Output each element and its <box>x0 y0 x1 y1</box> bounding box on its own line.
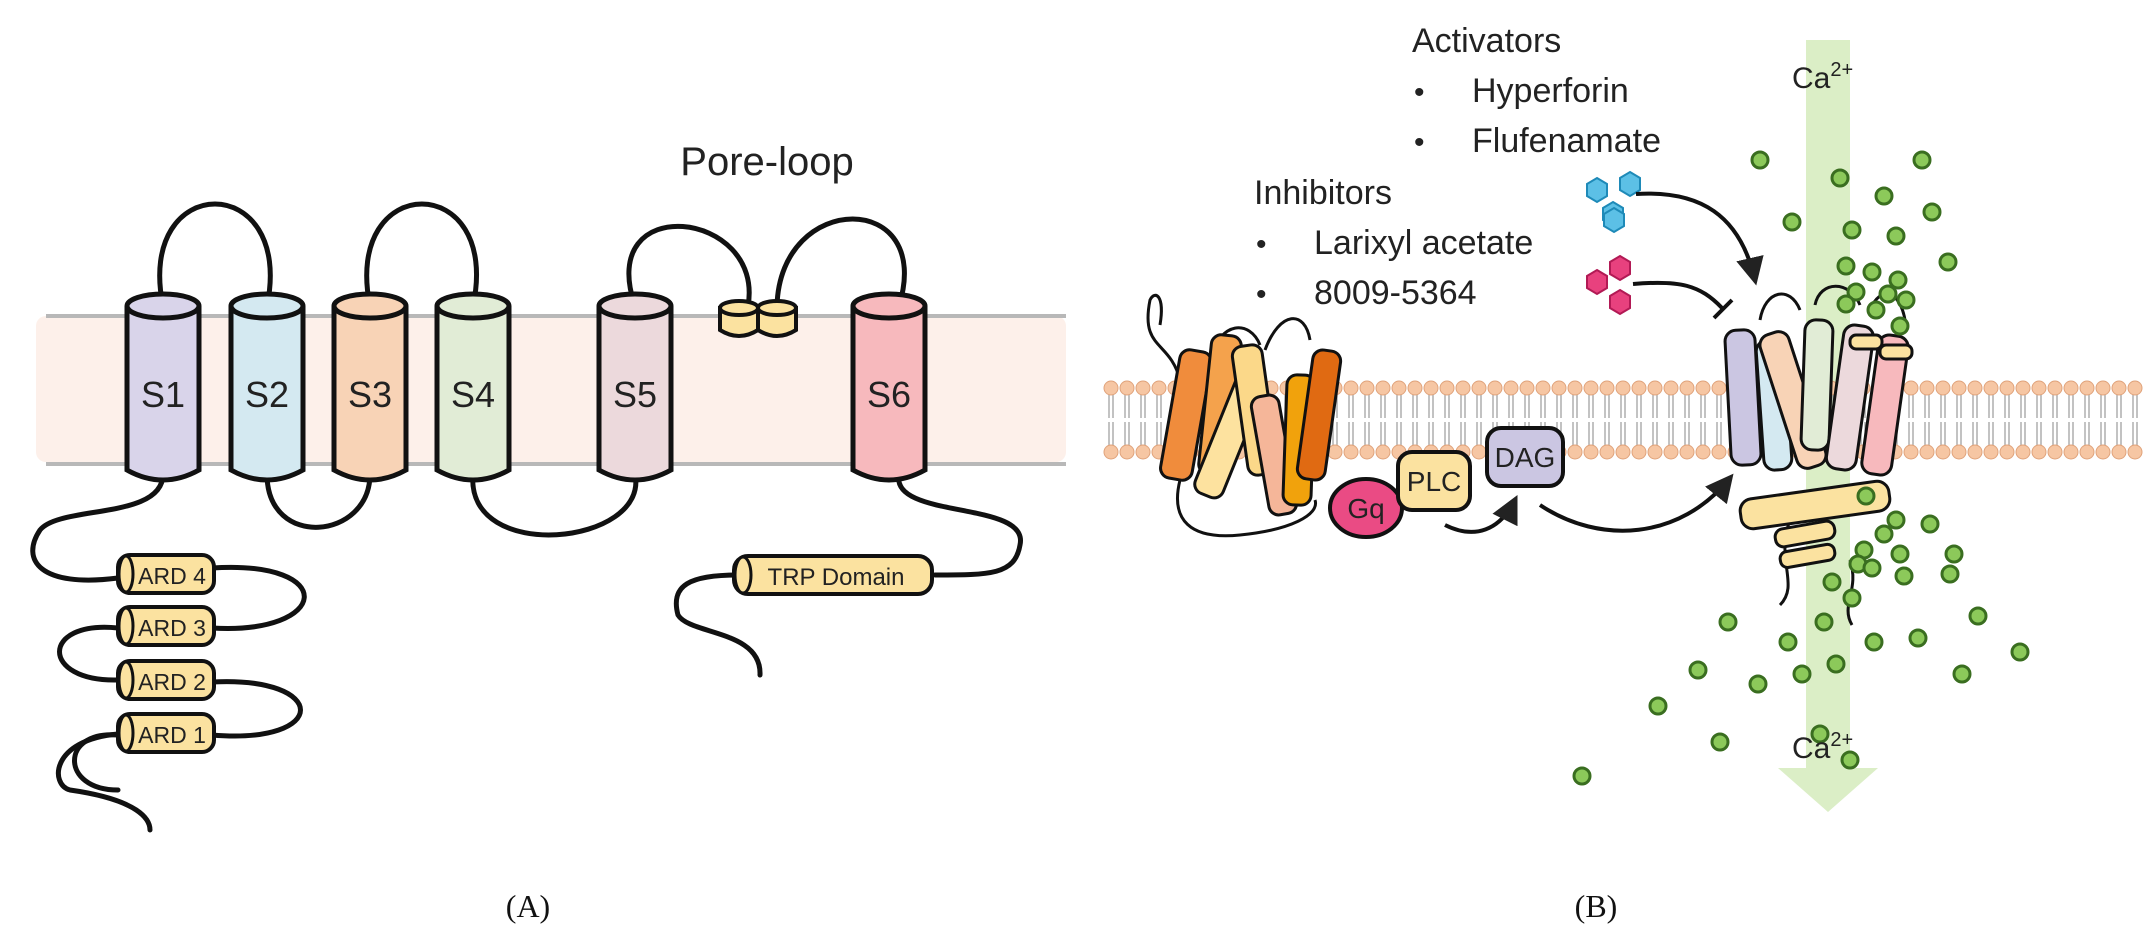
segment-s2: S2 <box>228 291 306 483</box>
ankyrin-repeat-4-label: ARD 4 <box>138 563 206 589</box>
ankyrin-repeat-3: ARD 3 <box>116 605 216 647</box>
panel-a: S1 S2 S3 S4 S5 S6 Pore-loop <box>30 140 1066 924</box>
gq-protein: Gq <box>1328 477 1404 539</box>
gq-label: Gq <box>1347 493 1384 524</box>
activator-compound-icon <box>1586 170 1641 234</box>
inhibitor-item-1: Larixyl acetate <box>1314 224 1533 262</box>
segment-s2-label: S2 <box>245 374 289 415</box>
trp-domain: TRP Domain <box>732 554 934 596</box>
activator-item-2: Flufenamate <box>1472 122 1661 160</box>
ankyrin-repeat-4: ARD 4 <box>116 553 216 595</box>
pore-loop-label: Pore-loop <box>680 140 853 184</box>
pore-helix-right <box>756 299 798 338</box>
dag-label: DAG <box>1495 442 1556 473</box>
inhibitor-bullet-2: • <box>1256 278 1267 311</box>
segment-s3-label: S3 <box>348 374 392 415</box>
trp-domain-label: TRP Domain <box>768 564 905 591</box>
panel-a-caption: (A) <box>506 888 550 924</box>
segment-s6-label: S6 <box>867 374 911 415</box>
segment-s1: S1 <box>124 291 202 483</box>
gpcr-receptor <box>1146 293 1343 538</box>
ankyrin-repeat-3-label: ARD 3 <box>138 615 206 641</box>
inhibitors-title: Inhibitors <box>1254 174 1392 212</box>
segment-s3: S3 <box>331 291 409 483</box>
dag-molecule: DAG <box>1485 426 1565 488</box>
activator-bullet-1: • <box>1414 76 1425 109</box>
inhibitor-bullet-1: • <box>1256 228 1267 261</box>
calcium-label-bottom: Ca2+ <box>1792 729 1853 765</box>
plc-enzyme: PLC <box>1396 450 1472 512</box>
calcium-ions <box>1572 150 2030 786</box>
panel-b-caption: (B) <box>1575 888 1618 924</box>
pore-helix-left <box>718 299 760 338</box>
ankyrin-repeat-1: ARD 1 <box>116 712 216 754</box>
loops <box>30 201 1023 833</box>
segment-s1-label: S1 <box>141 374 185 415</box>
segment-s4: S4 <box>434 291 512 483</box>
segment-s5-label: S5 <box>613 374 657 415</box>
activation-arrow <box>1635 191 1764 286</box>
inhibition-bar <box>1712 298 1734 320</box>
dag-to-channel-arrow <box>1538 473 1734 533</box>
inhibitor-item-2: 8009-5364 <box>1314 274 1477 312</box>
panel-b: Gq PLC DAG <box>1103 22 2143 924</box>
activators-title: Activators <box>1412 22 1561 60</box>
segment-s4-label: S4 <box>451 374 495 415</box>
inhibitor-compound-icon <box>1586 254 1631 316</box>
inhibition-arrow <box>1632 280 1724 310</box>
ankyrin-repeat-1-label: ARD 1 <box>138 722 206 748</box>
plc-label: PLC <box>1407 466 1461 497</box>
segment-s6: S6 <box>850 291 928 483</box>
ankyrin-repeat-2-label: ARD 2 <box>138 669 206 695</box>
calcium-label-top: Ca2+ <box>1792 59 1853 95</box>
segment-s5: S5 <box>596 291 674 483</box>
ankyrin-repeat-2: ARD 2 <box>116 659 216 701</box>
activator-item-1: Hyperforin <box>1472 72 1629 110</box>
plc-to-dag-arrow <box>1444 494 1518 534</box>
activator-bullet-2: • <box>1414 126 1425 159</box>
